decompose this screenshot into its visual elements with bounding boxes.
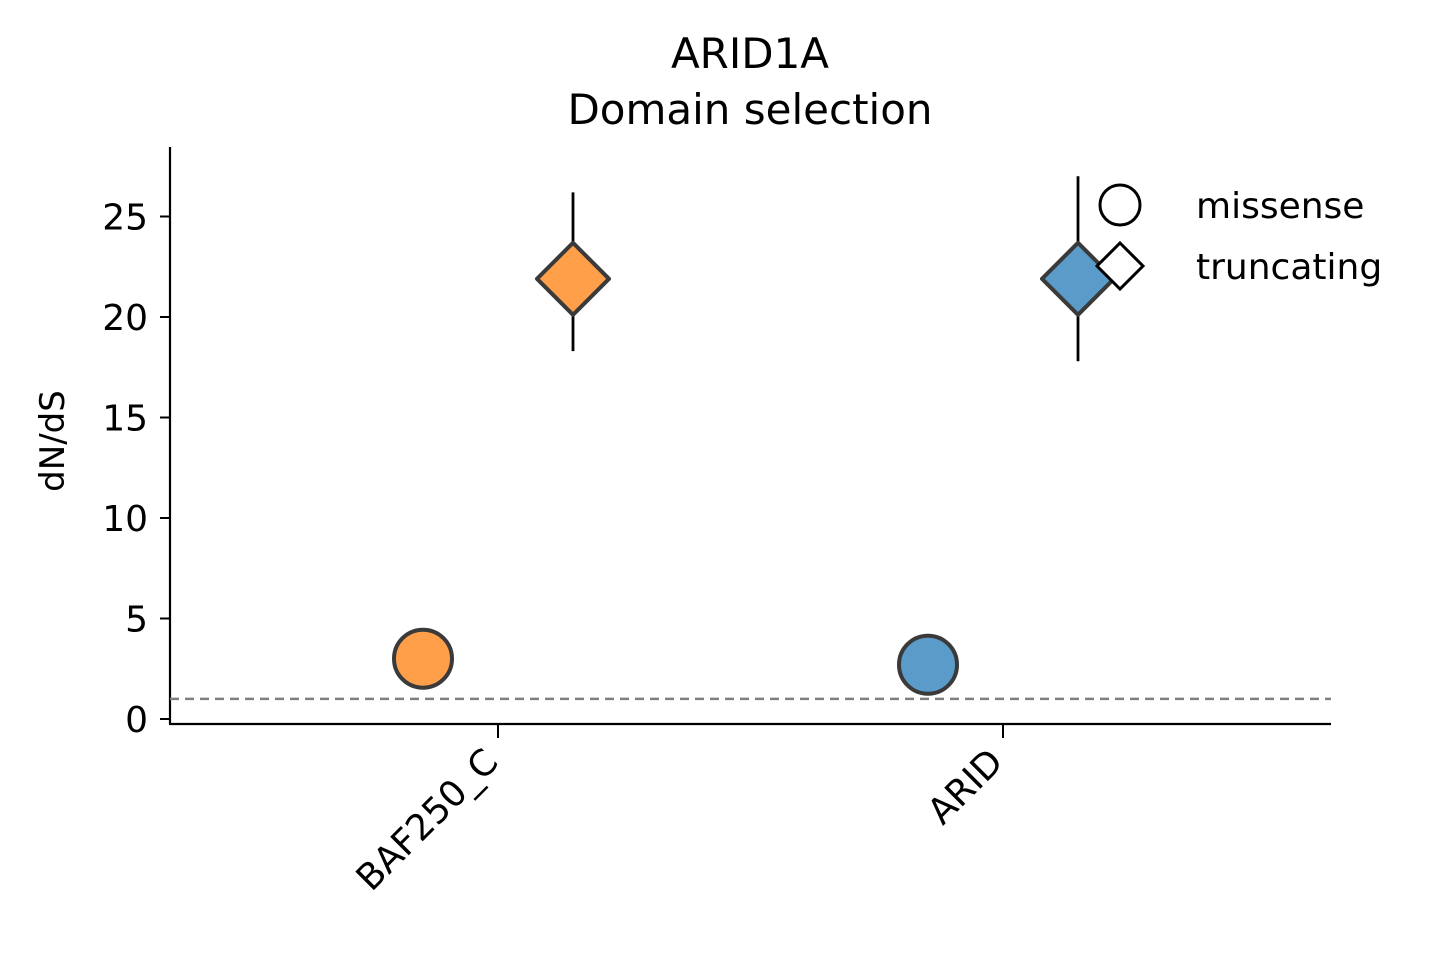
chart-subtitle: Domain selection [567,85,932,134]
y-tick-label: 15 [102,399,148,440]
truncating-point [1040,240,1116,317]
y-tick-label: 25 [102,198,148,239]
y-tick-label: 10 [102,499,148,540]
missense-point [392,627,454,690]
x-tick-label: ARID [920,741,1011,832]
y-tick-label: 20 [102,298,148,339]
legend-diamond-marker [1094,240,1146,292]
y-tick-label: 0 [125,700,148,741]
y-tick-label: 5 [125,600,148,641]
missense-point [897,633,959,696]
legend-label: missense [1196,186,1364,227]
y-axis-label: dN/dS [33,390,73,492]
data-marks [392,176,1116,696]
truncating-point [535,240,611,317]
x-tick-label: BAF250_C [349,741,507,899]
legend-label: truncating [1196,247,1382,288]
legend-circle-marker [1098,183,1142,227]
legend: missense truncating [1094,183,1382,292]
chart-title: ARID1A [671,29,829,78]
